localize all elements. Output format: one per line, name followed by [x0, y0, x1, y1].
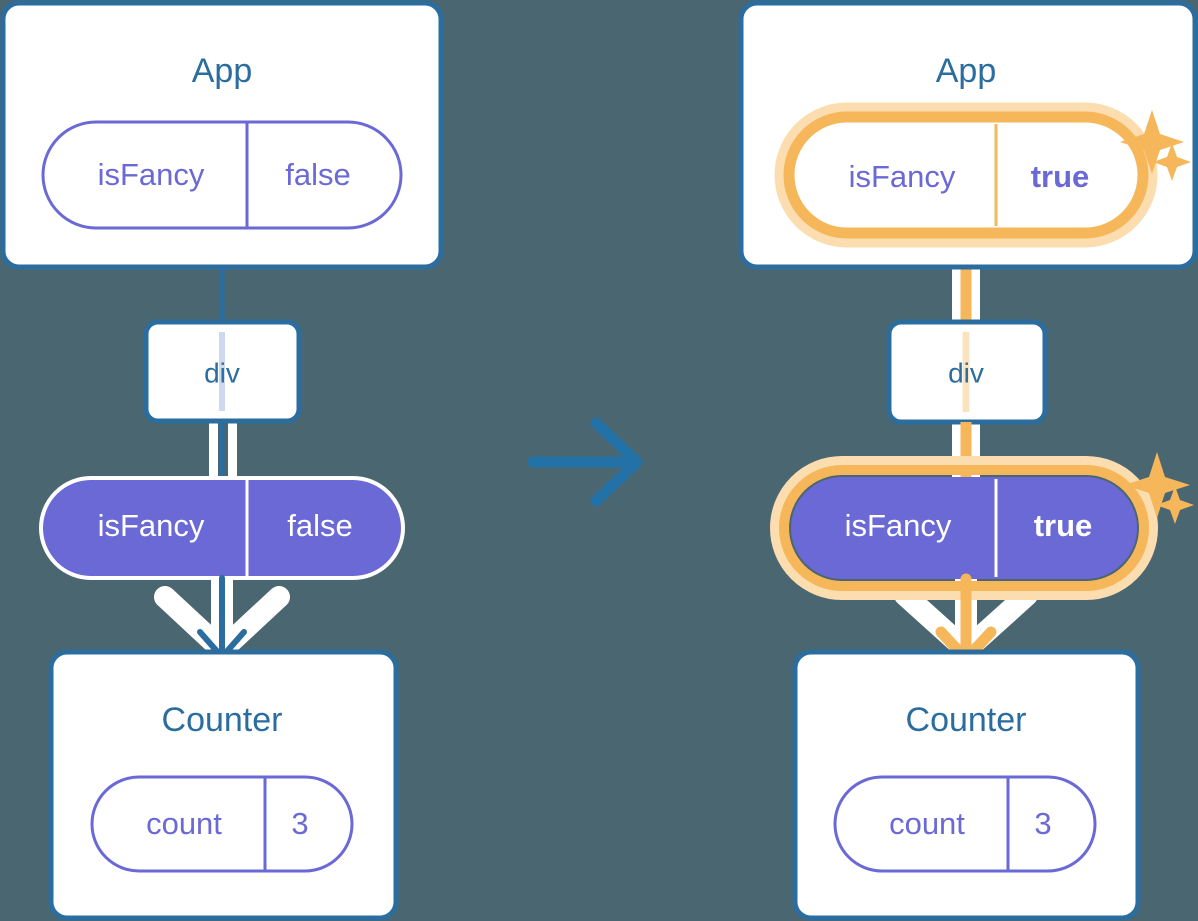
panel-before: App isFancy false div — [0, 0, 444, 921]
counter-box-title: Counter — [906, 701, 1027, 739]
app-state-pill-shape — [41, 120, 403, 230]
prop-pill-key: isFancy — [845, 508, 952, 543]
counter-state-pill-shape — [833, 775, 1097, 873]
white-shaft-left-upper — [209, 418, 218, 490]
panel-after: App isFancy true — [738, 0, 1198, 921]
app-state-pill: isFancy true — [796, 124, 1136, 226]
counter-box: Counter count 3 — [792, 649, 1141, 921]
counter-state-pill-value: 3 — [1034, 806, 1051, 841]
app-pill-highlight-glow — [774, 102, 1158, 248]
sparkle-large-prop — [1124, 452, 1190, 518]
prop-pill: isFancy false — [39, 476, 405, 580]
counter-state-pill-shape — [90, 775, 354, 873]
counter-state-pill: count 3 — [833, 775, 1097, 873]
counter-state-pill-key: count — [889, 806, 965, 841]
app-state-pill: isFancy false — [41, 120, 403, 230]
sparkle-icon-prop — [1124, 452, 1194, 524]
app-state-pill-key: isFancy — [98, 157, 205, 192]
div-box-label: div — [948, 357, 984, 388]
app-box: App isFancy true — [738, 0, 1198, 270]
div-box: div — [886, 319, 1048, 425]
prop-pill-value: false — [287, 508, 352, 543]
sparkle-small-app — [1153, 143, 1191, 181]
counter-state-pill-value: 3 — [291, 806, 308, 841]
transition-arrow-head — [590, 417, 643, 507]
app-box-title: App — [192, 52, 253, 90]
app-state-pill-value: false — [285, 157, 350, 192]
counter-state-pill: count 3 — [90, 775, 354, 873]
prop-pill-value: true — [1034, 508, 1093, 543]
app-state-pill-highlight — [774, 102, 1158, 248]
div-box-label: div — [204, 357, 240, 388]
arrow-right-icon — [527, 417, 643, 507]
counter-box: Counter count 3 — [48, 649, 399, 921]
app-state-pill-shape — [796, 124, 1136, 226]
app-box: App isFancy false — [0, 0, 444, 270]
white-flow-shaft-upper — [209, 418, 237, 490]
app-state-pill-value: true — [1031, 159, 1090, 194]
app-pill-highlight-ring — [783, 111, 1149, 239]
prop-pill-key: isFancy — [98, 508, 205, 543]
counter-box-title: Counter — [162, 701, 283, 739]
sparkle-small-prop — [1156, 486, 1194, 524]
prop-pill: isFancy true — [791, 477, 1137, 579]
div-box: div — [143, 319, 302, 424]
prop-pill-shape — [791, 477, 1137, 579]
sparkle-large-app — [1120, 110, 1184, 174]
app-box-title: App — [936, 52, 997, 90]
white-shaft-right-upper — [228, 418, 237, 490]
sparkle-icon-app — [1120, 110, 1191, 181]
counter-state-pill-key: count — [146, 806, 222, 841]
app-state-pill-key: isFancy — [849, 159, 956, 194]
